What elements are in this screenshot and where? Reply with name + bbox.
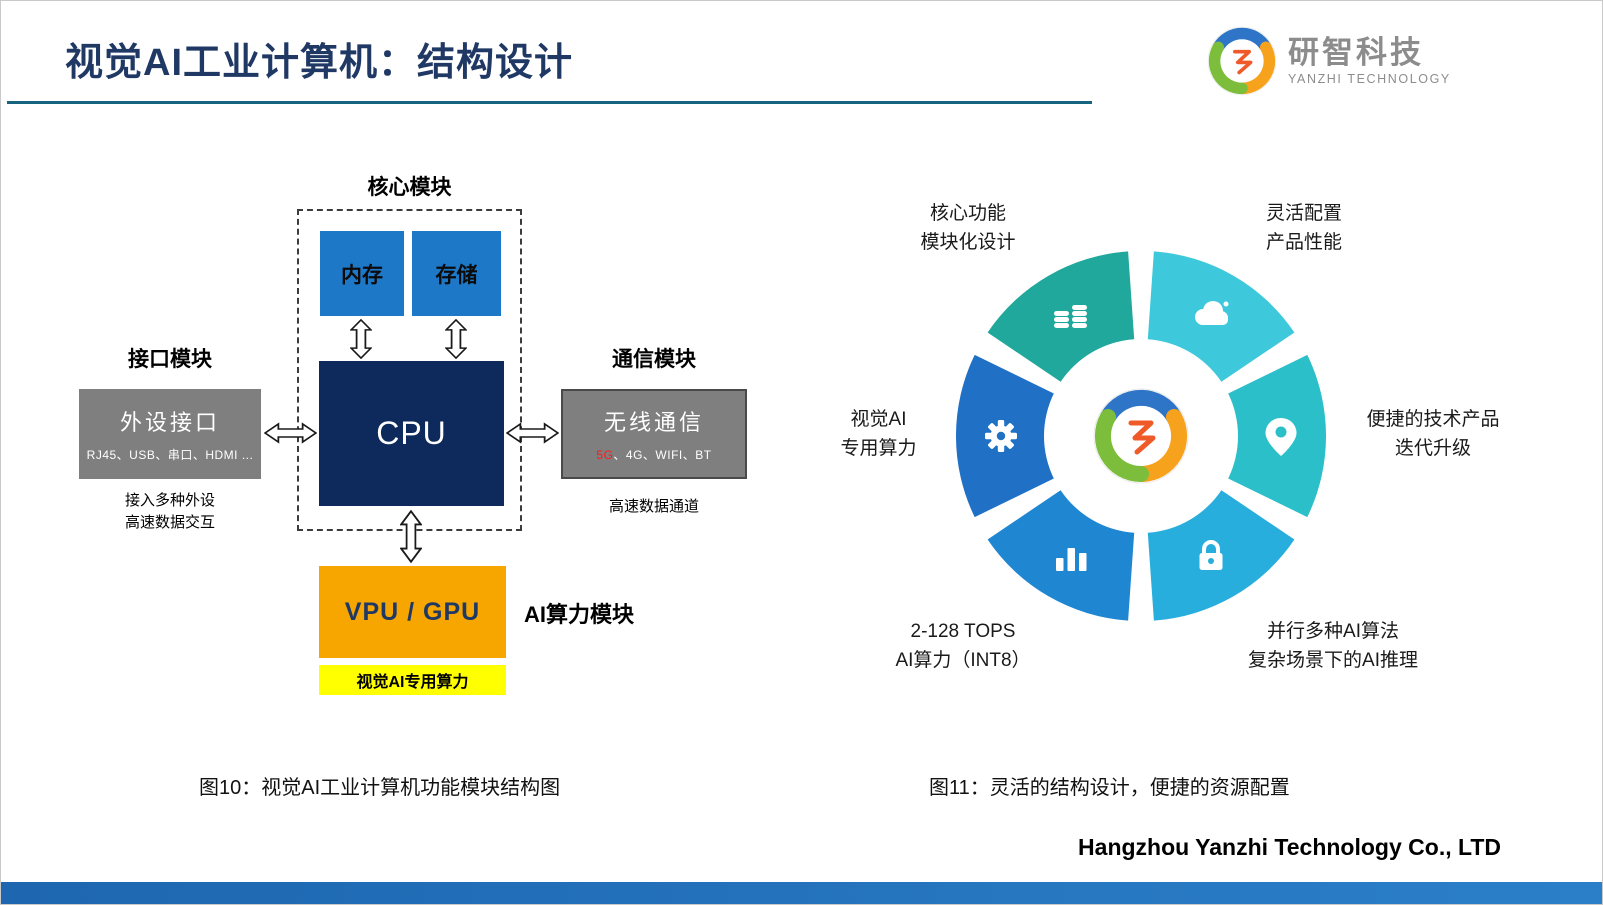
label-line: 模块化设计: [920, 232, 1016, 254]
peripheral-box: 外设接口 RJ45、USB、串口、HDMI ...: [79, 389, 261, 479]
circular-diagram: [955, 251, 1327, 621]
label-line: AI算力（INT8）: [895, 650, 1031, 672]
wireless-5g: 5G: [596, 448, 614, 462]
wireless-subtitle: 5G、4G、WIFI、BT: [596, 446, 711, 463]
coins-icon: [1054, 305, 1087, 328]
label-line: 便捷的技术产品: [1366, 409, 1500, 430]
double-arrow-memory-cpu-icon: [350, 319, 372, 359]
peripheral-note: 接入多种外设 高速数据交互: [79, 490, 261, 534]
segment-modular-design: [987, 251, 1135, 382]
page-title: 视觉AI工业计算机：结构设计: [65, 42, 574, 84]
gear-icon: [985, 420, 1017, 452]
cloud-icon: [1195, 301, 1229, 325]
segment-ai-tops: [987, 490, 1135, 621]
wireless-box: 无线通信 5G、4G、WIFI、BT: [561, 389, 747, 479]
lock-icon: [1199, 540, 1223, 570]
label-line: 核心功能: [929, 203, 1006, 224]
storage-box: 存储: [412, 231, 501, 316]
label-line: 灵活配置: [1265, 203, 1342, 224]
brand-name-cn: 研智科技: [1288, 34, 1424, 70]
label-line: 2-128 TOPS: [910, 621, 1016, 642]
label-line: 视觉AI: [850, 409, 907, 430]
label-line: 产品性能: [1265, 232, 1342, 254]
ai-module-label: AI算力模块: [524, 602, 635, 627]
peripheral-note-line2: 高速数据交互: [124, 513, 215, 531]
memory-box: 内存: [320, 231, 404, 316]
comm-note: 高速数据通道: [608, 498, 699, 515]
vpu-gpu-box: VPU / GPU: [319, 566, 506, 658]
bar-chart-icon: [1056, 548, 1087, 571]
label-tech-iteration: 便捷的技术产品 迭代升级: [1333, 405, 1533, 464]
double-arrow-cpu-wireless-icon: [506, 423, 559, 443]
interface-module-label: 接口模块: [128, 348, 212, 371]
company-footer: Hangzhou Yanzhi Technology Co., LTD: [1078, 834, 1501, 860]
label-flexible-config: 灵活配置 产品性能: [1209, 199, 1399, 258]
comm-module-label: 通信模块: [612, 348, 696, 371]
double-arrow-peripheral-cpu-icon: [264, 423, 317, 443]
location-pin-icon: [1265, 418, 1297, 456]
brand-text: 研智科技 YANZHI TECHNOLOGY: [1288, 34, 1451, 87]
double-arrow-storage-cpu-icon: [445, 319, 467, 359]
label-vision-ai: 视觉AI 专用算力: [801, 405, 956, 464]
label-core-function: 核心功能 模块化设计: [873, 199, 1063, 258]
bottom-accent-bar: [1, 882, 1602, 904]
label-ai-tops: 2-128 TOPS AI算力（INT8）: [863, 617, 1063, 676]
label-line: 专用算力: [840, 438, 917, 460]
peripheral-title: 外设接口: [119, 410, 220, 435]
figure11-caption: 图11：灵活的结构设计，便捷的资源配置: [929, 777, 1290, 799]
wireless-title: 无线通信: [603, 410, 704, 435]
wireless-other: 、4G、WIFI、BT: [613, 448, 712, 462]
brand-logo: 研智科技 YANZHI TECHNOLOGY: [1206, 25, 1451, 97]
peripheral-note-line1: 接入多种外设: [124, 492, 215, 509]
double-arrow-cpu-vpu-icon: [400, 510, 422, 563]
figure10-caption: 图10：视觉AI工业计算机功能模块结构图: [199, 777, 561, 799]
peripheral-subtitle: RJ45、USB、串口、HDMI ...: [86, 448, 254, 462]
label-ai-inference: 并行多种AI算法 复杂场景下的AI推理: [1223, 617, 1443, 676]
cpu-box: CPU: [319, 361, 504, 506]
ai-highlight-bar: 视觉AI专用算力: [319, 665, 506, 695]
title-underline: [7, 101, 1092, 104]
center-logo: [1094, 389, 1188, 483]
brand-name-en: YANZHI TECHNOLOGY: [1288, 72, 1451, 87]
label-line: 并行多种AI算法: [1267, 621, 1399, 642]
yanzhi-logo-icon: [1206, 25, 1278, 97]
label-line: 迭代升级: [1394, 438, 1471, 460]
label-line: 复杂场景下的AI推理: [1248, 650, 1418, 672]
core-module-label: 核心模块: [367, 176, 452, 199]
